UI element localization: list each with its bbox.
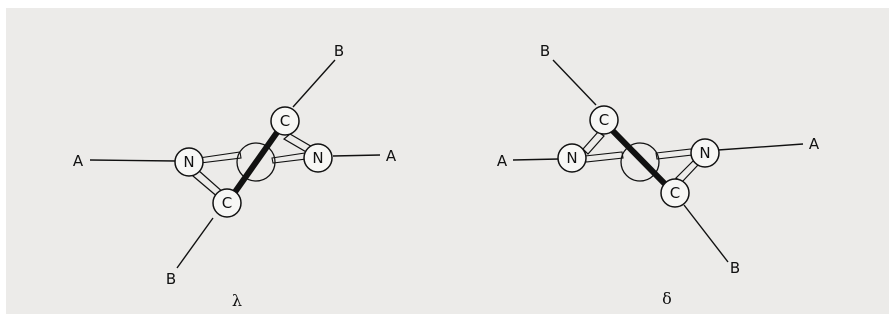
bond-n-right-c-bottom	[675, 160, 699, 183]
bond-b-top	[292, 59, 336, 108]
svg-text:N: N	[183, 153, 194, 171]
atom-c-top: C	[589, 105, 619, 135]
bond-n-right-metal	[655, 148, 693, 160]
svg-text:C: C	[222, 194, 232, 212]
label-b-top: B	[334, 42, 344, 60]
metal-center	[236, 142, 276, 182]
bond-a-right	[332, 154, 381, 157]
bond-c-c-thick	[608, 126, 667, 186]
label-a-right: A	[809, 135, 820, 153]
label-b-bottom: B	[166, 270, 176, 288]
lambda-conformer: C C N N A A B B λ	[73, 42, 397, 310]
caption-lambda: λ	[232, 291, 242, 310]
bond-b-bottom	[683, 204, 729, 263]
caption-delta: δ	[662, 289, 672, 308]
delta-conformer: C C N N A A B B δ	[497, 42, 820, 308]
svg-text:N: N	[312, 149, 323, 167]
bond-n-left-c-top	[582, 131, 605, 155]
bond-n-left-metal	[198, 151, 242, 164]
bond-n-left-metal	[584, 151, 624, 163]
bond-b-bottom	[176, 217, 214, 269]
atom-c-bottom: C	[212, 188, 242, 218]
label-b-top: B	[540, 42, 550, 60]
bond-b-top	[552, 59, 597, 106]
bond-a-left	[512, 158, 560, 161]
svg-text:N: N	[566, 149, 577, 167]
atom-c-top: C	[270, 106, 300, 136]
bond-c-c-thick	[232, 128, 281, 195]
atom-n-right: N	[690, 138, 720, 168]
svg-text:C: C	[599, 111, 609, 129]
atom-n-right: N	[303, 143, 333, 173]
svg-text:C: C	[670, 184, 680, 202]
svg-text:N: N	[699, 144, 710, 162]
bond-a-right	[717, 143, 804, 151]
bond-n-right-metal	[271, 152, 307, 164]
atom-n-left: N	[174, 147, 204, 177]
label-a-right: A	[386, 147, 397, 165]
label-a-left: A	[497, 152, 508, 170]
bond-a-left	[89, 159, 177, 162]
atom-c-bottom: C	[660, 178, 690, 208]
svg-text:C: C	[280, 112, 290, 130]
metal-center	[620, 142, 660, 182]
label-a-left: A	[73, 152, 84, 170]
label-b-bottom: B	[730, 259, 740, 277]
atom-n-left: N	[557, 143, 587, 173]
